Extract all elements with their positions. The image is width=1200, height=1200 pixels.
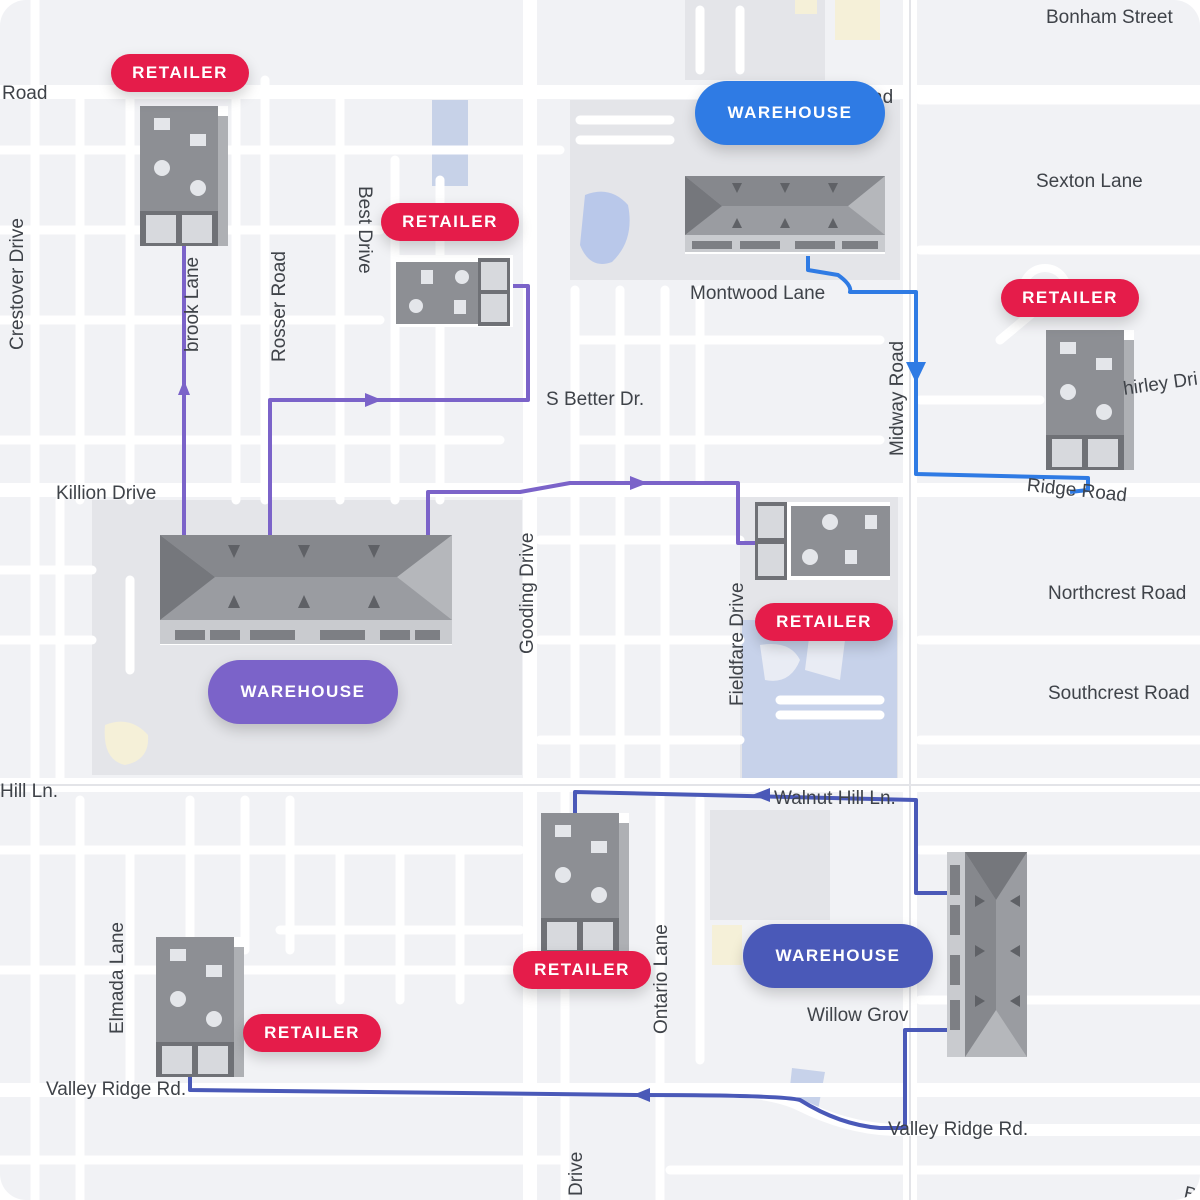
triangle-arrow-icon	[906, 362, 926, 383]
street-label-walnut-hill: Walnut Hill Ln.	[774, 788, 896, 809]
retailer-label[interactable]: RETAILER	[111, 54, 249, 92]
building-icon	[685, 176, 885, 254]
street-label-rosser: Rosser Road	[269, 251, 290, 362]
street-label-gooding: Gooding Drive	[517, 532, 538, 654]
street-label-ontario: Ontario Lane	[651, 924, 672, 1034]
building-icon	[755, 502, 890, 580]
route-blue	[806, 256, 1090, 494]
street-label-fieldfare: Fieldfare Drive	[727, 582, 748, 706]
street-label-sexton: Sexton Lane	[1036, 171, 1143, 192]
street-label-bec: Bec	[1181, 1183, 1200, 1200]
street-label-best: Best Drive	[354, 186, 375, 274]
street-label-valley-ridge-left: Valley Ridge Rd.	[46, 1079, 187, 1100]
pond	[580, 191, 630, 264]
street-label-willow: Willow Grov	[807, 1005, 909, 1026]
street-label-killion: Killion Drive	[56, 483, 157, 504]
building-icon	[160, 535, 452, 645]
building-icon	[1046, 330, 1134, 470]
triangle-arrow-icon	[752, 788, 770, 802]
triangle-arrow-icon	[365, 393, 382, 407]
triangle-arrow-icon	[630, 476, 648, 490]
street-label-valley-ridge-right: Valley Ridge Rd.	[888, 1119, 1029, 1140]
street-label-midway: Midway Road	[887, 340, 908, 456]
street-label-brook: brook Lane	[182, 256, 203, 352]
street-label-hill: Hill Ln.	[0, 781, 59, 802]
retailer-label[interactable]: RETAILER	[755, 603, 893, 641]
building-icon	[541, 813, 629, 953]
street-label-crestover: Crestover Drive	[7, 218, 28, 350]
building-icon	[947, 852, 1027, 1057]
retailer-label[interactable]: RETAILER	[243, 1014, 381, 1052]
street-label-montwood: Montwood Lane	[690, 283, 826, 304]
triangle-arrow-icon	[633, 1088, 650, 1102]
warehouse-label-purple[interactable]: WAREHOUSE	[208, 660, 398, 724]
street-label-elmada: Elmada Lane	[107, 922, 128, 1034]
warehouse-label-indigo[interactable]: WAREHOUSE	[743, 924, 933, 988]
parcel-south-lot	[710, 810, 830, 920]
building-icon	[393, 255, 513, 327]
warehouse-label-blue[interactable]: WAREHOUSE	[695, 81, 885, 145]
street-label-s-better: S Better Dr.	[546, 389, 645, 410]
street-label-southcrest: Southcrest Road	[1048, 683, 1190, 704]
route-purple-better	[268, 284, 530, 535]
sand-patch	[104, 721, 149, 765]
route-purple-east	[426, 481, 757, 545]
water-canal	[432, 100, 468, 186]
street-label-bonham: Bonham Street	[1046, 7, 1173, 28]
building-icon	[140, 106, 228, 246]
street-label-northcrest: Northcrest Road	[1048, 583, 1187, 604]
retailer-label[interactable]: RETAILER	[513, 951, 651, 989]
triangle-arrow-icon	[178, 380, 190, 395]
street-label-road: Road	[2, 83, 48, 104]
route-indigo-valley	[188, 1028, 947, 1130]
street-label-drive: Drive	[566, 1151, 587, 1196]
retailer-label[interactable]: RETAILER	[1001, 279, 1139, 317]
route-indigo-walnut	[573, 790, 947, 895]
building-icon	[156, 937, 244, 1077]
retailer-label[interactable]: RETAILER	[381, 203, 519, 241]
